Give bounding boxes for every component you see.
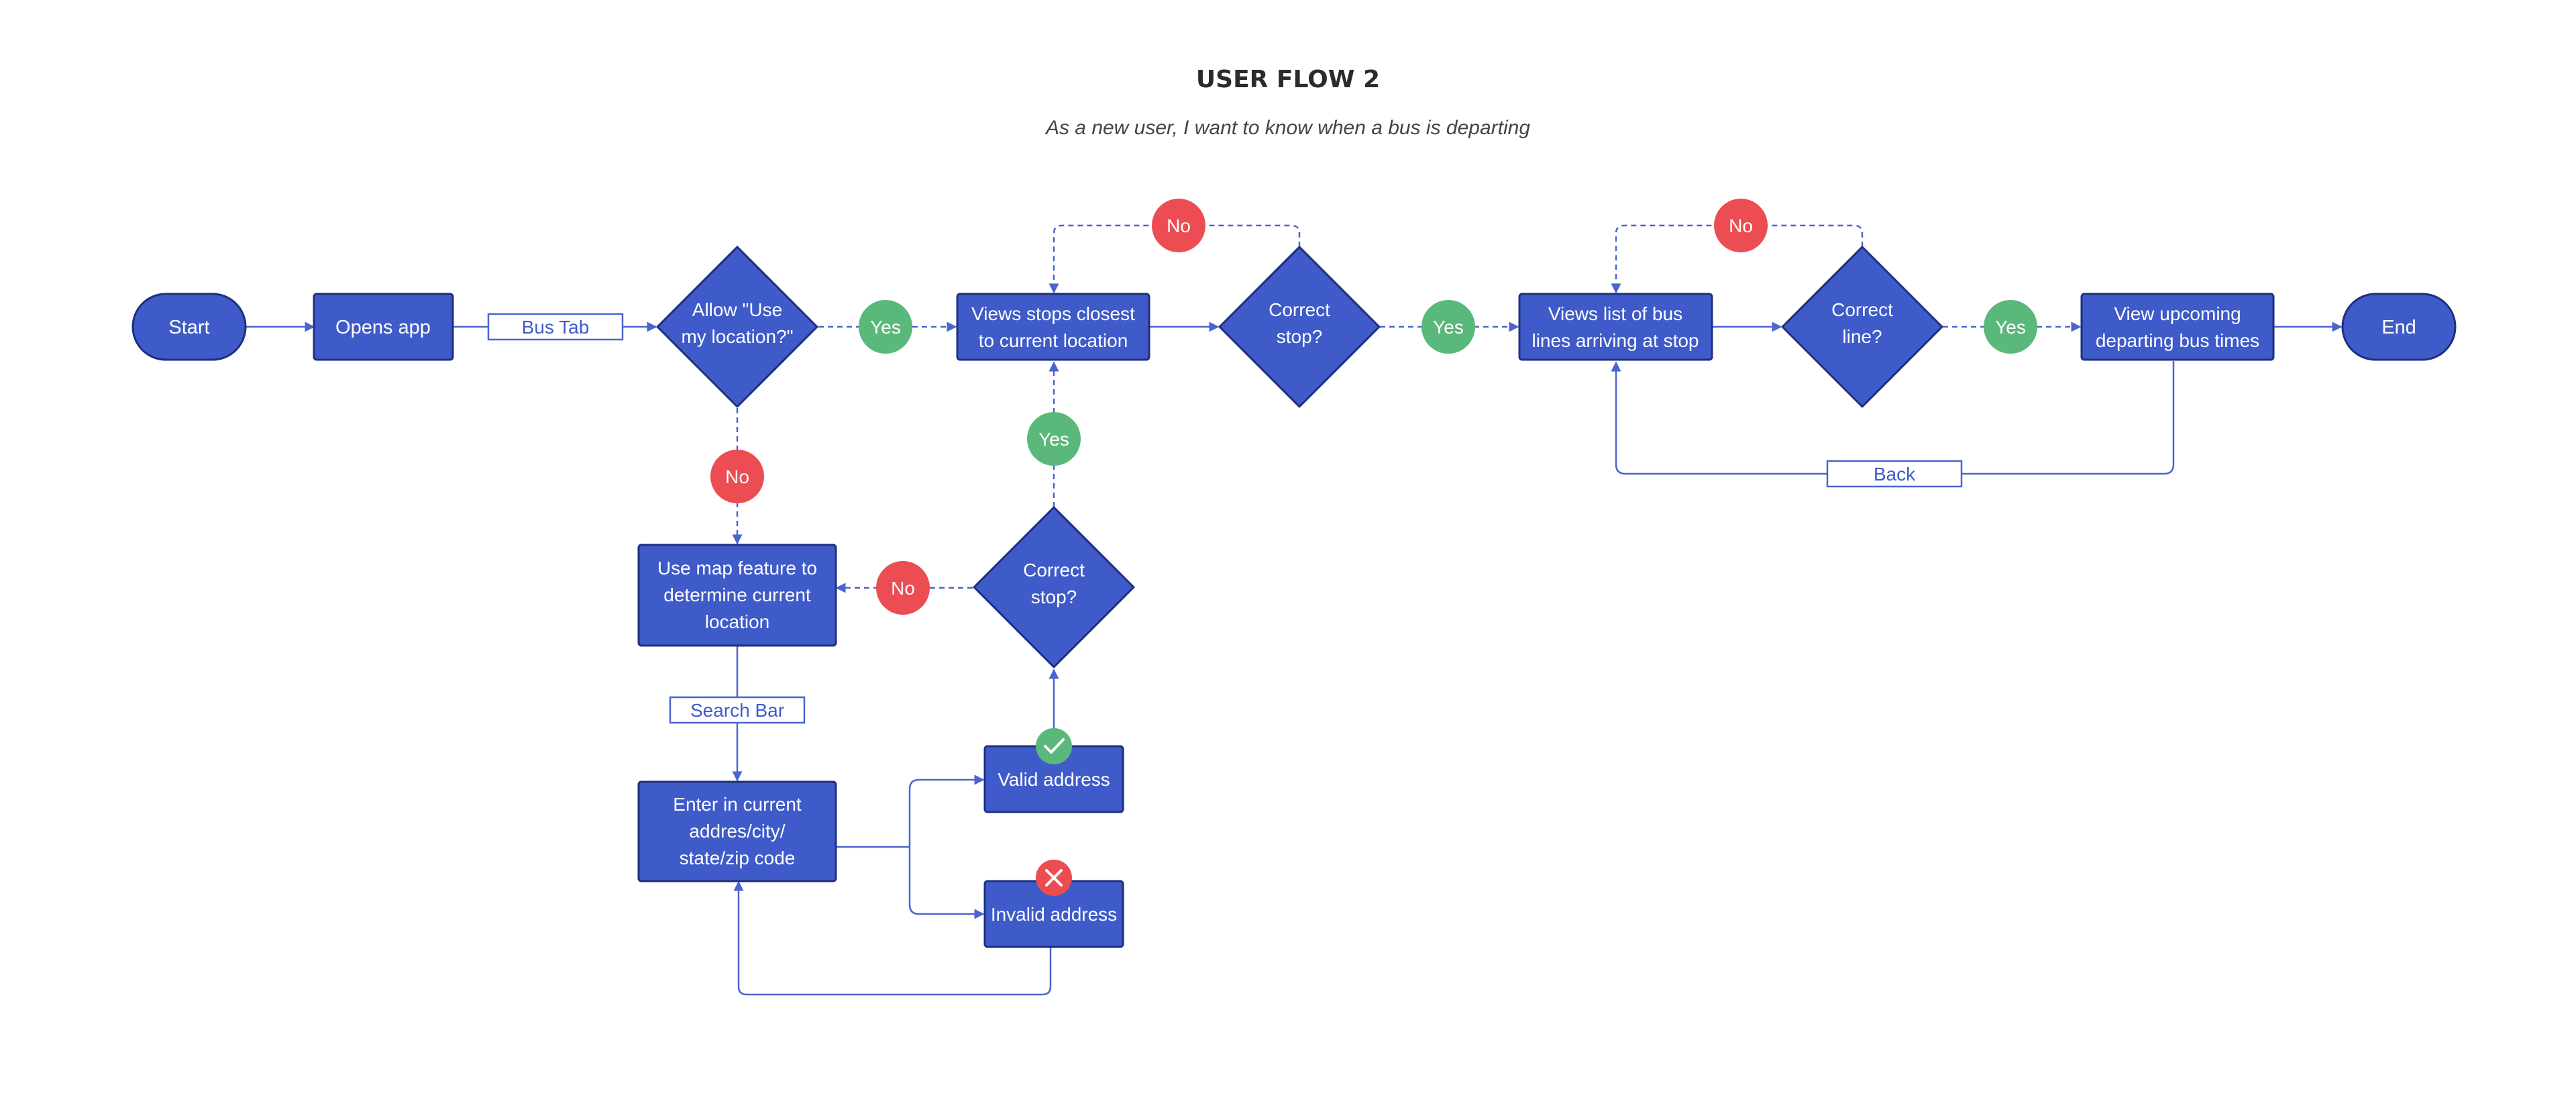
use-map-label-line3: location — [705, 611, 770, 632]
yes-badge: Yes — [1027, 412, 1081, 466]
connector-back-loop — [1611, 361, 2175, 475]
no-badge-label: No — [725, 466, 749, 487]
enter-address-label-line1: Enter in current — [673, 794, 802, 815]
connector-split-invalid — [908, 847, 985, 919]
correct-stop-decision-1: Correct stop? — [1218, 246, 1381, 408]
correct-stop-decision-2: Correct stop? — [973, 506, 1135, 668]
opens-app-label: Opens app — [335, 317, 431, 338]
correct-stop-1-label-line2: stop? — [1277, 326, 1323, 347]
correct-line-label-line1: Correct — [1831, 299, 1893, 320]
views-lines-label-line1: Views list of bus — [1548, 303, 1682, 324]
views-lines-node: Views list of bus lines arriving at stop — [1518, 293, 1713, 361]
correct-line-label-line2: line? — [1842, 326, 1882, 347]
correct-line-decision: Correct line? — [1781, 246, 1943, 408]
correct-stop-1-label-line1: Correct — [1269, 299, 1330, 320]
invalid-address-label: Invalid address — [991, 904, 1117, 925]
page-title: USER FLOW 2 — [1195, 66, 1381, 93]
use-map-node: Use map feature to determine current loc… — [637, 544, 837, 647]
valid-address-label: Valid address — [998, 769, 1110, 790]
view-times-node: View upcoming departing bus times — [2080, 293, 2275, 361]
views-stops-node: Views stops closest to current location — [956, 293, 1150, 361]
view-times-label-line2: departing bus times — [2096, 330, 2259, 351]
yes-badge: Yes — [1984, 300, 2037, 354]
opens-app-node: Opens app — [313, 293, 454, 361]
yes-badge-label: Yes — [870, 317, 901, 338]
yes-badge: Yes — [859, 300, 912, 354]
end-label: End — [2381, 317, 2416, 338]
no-badge-label: No — [1167, 215, 1191, 236]
edge-labels: Bus Tab Search Bar Back — [487, 313, 1963, 724]
use-map-label-line1: Use map feature to — [657, 558, 817, 578]
correct-stop-2-label-line2: stop? — [1031, 587, 1077, 607]
search-bar-edge-label: Search Bar — [669, 696, 806, 724]
page-subtitle: As a new user, I want to know when a bus… — [1045, 117, 1531, 139]
no-badge: No — [1714, 199, 1768, 252]
yes-badge: Yes — [1421, 300, 1475, 354]
views-stops-label-line1: Views stops closest — [971, 303, 1135, 324]
nodes: Start Opens app Allow "Use my location?"… — [131, 246, 2457, 948]
view-times-label-line1: View upcoming — [2114, 303, 2241, 324]
yes-badge-label: Yes — [1433, 317, 1464, 338]
bus-tab-edge-label: Bus Tab — [487, 313, 624, 341]
valid-address-node: Valid address — [983, 745, 1124, 813]
search-bar-label: Search Bar — [690, 700, 784, 721]
yes-badge-label: Yes — [1038, 429, 1069, 450]
correct-stop-2-label-line1: Correct — [1023, 560, 1085, 580]
connector-invalid-loop — [733, 880, 1052, 996]
no-badge: No — [876, 561, 930, 615]
check-icon — [1036, 728, 1072, 764]
enter-address-node: Enter in current addres/city/ state/zip … — [637, 780, 837, 882]
connector-split-valid — [908, 774, 985, 847]
views-lines-label-line2: lines arriving at stop — [1532, 330, 1699, 351]
allow-location-label-line2: my location?" — [681, 326, 793, 347]
no-badge-label: No — [1729, 215, 1753, 236]
back-edge-label: Back — [1826, 460, 1963, 488]
enter-address-label-line2: addres/city/ — [689, 821, 785, 842]
invalid-address-node: Invalid address — [983, 880, 1124, 948]
enter-address-label-line3: state/zip code — [680, 848, 796, 868]
bus-tab-label: Bus Tab — [522, 317, 590, 338]
allow-location-label-line1: Allow "Use — [692, 299, 782, 320]
end-node: End — [2341, 293, 2457, 361]
decision-badges: Yes Yes Yes Yes No No — [710, 199, 2037, 615]
start-label: Start — [168, 317, 209, 338]
yes-badge-label: Yes — [1995, 317, 2026, 338]
back-label: Back — [1874, 464, 1916, 485]
no-badge: No — [1152, 199, 1205, 252]
allow-location-decision: Allow "Use my location?" — [656, 246, 818, 408]
views-stops-label-line2: to current location — [979, 330, 1128, 351]
use-map-label-line2: determine current — [663, 585, 811, 605]
start-node: Start — [131, 293, 247, 361]
no-badge-label: No — [891, 578, 915, 599]
no-badge: No — [710, 450, 764, 503]
close-icon — [1036, 860, 1072, 896]
